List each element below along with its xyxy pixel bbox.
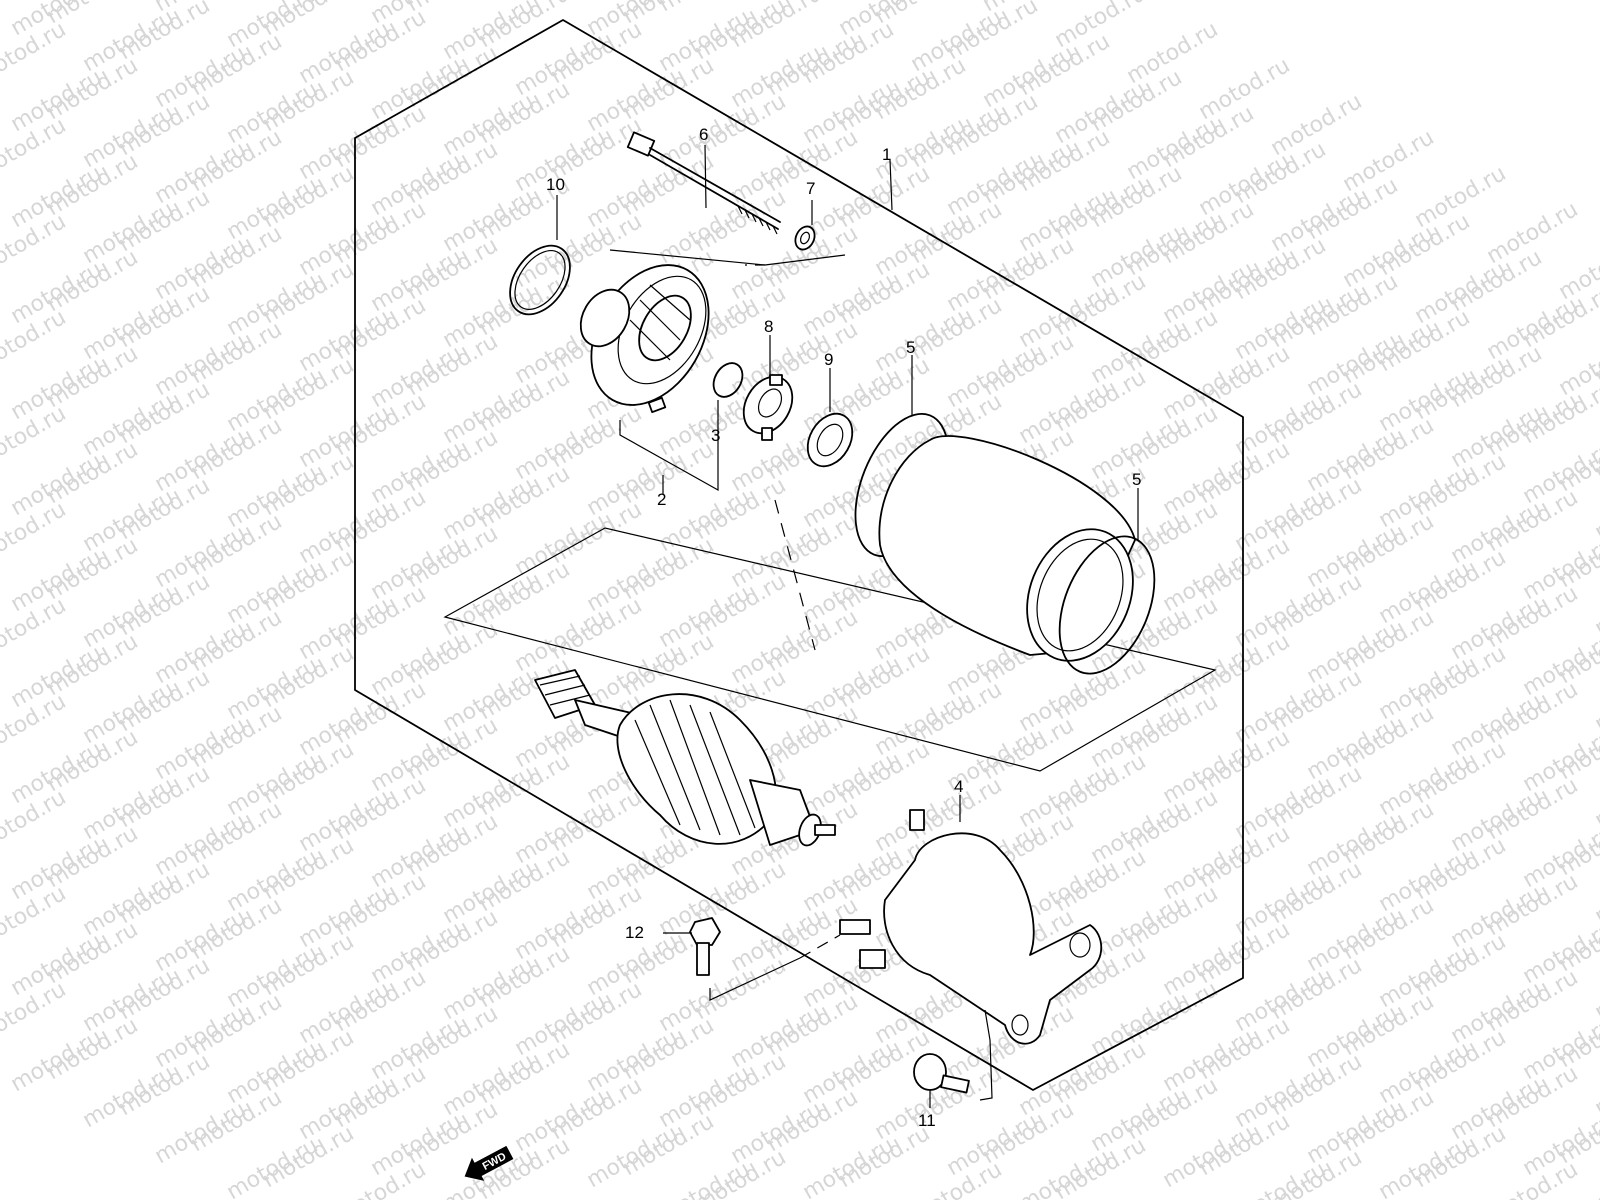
callout-7: 7 <box>806 179 815 198</box>
fwd-arrow-icon <box>464 1145 514 1181</box>
callout-4: 4 <box>954 777 963 796</box>
callout-11: 11 <box>918 1111 936 1130</box>
through-bolt <box>626 131 781 235</box>
watermark-text: motod.ru <box>1015 1145 1115 1200</box>
washer-7 <box>794 225 816 251</box>
bolt-11-bracket <box>979 1009 993 1101</box>
assembly-frame <box>354 19 1244 1091</box>
callout-10: 10 <box>546 175 565 194</box>
callout-9: 9 <box>824 350 833 369</box>
callout-12: 12 <box>625 923 644 942</box>
callout-6: 6 <box>699 125 708 144</box>
o-ring-3 <box>712 362 744 398</box>
alignment-line <box>774 499 816 651</box>
rear-housing <box>839 809 1103 1045</box>
watermark-text: motod.ru <box>1591 1049 1600 1121</box>
watermark-text: motod.ru <box>1591 473 1600 545</box>
lock-plate <box>742 374 794 441</box>
callout-5b: 5 <box>1132 470 1141 489</box>
front-cover <box>579 264 710 413</box>
watermark-text: motod.ru <box>1591 665 1600 737</box>
callout-2: 2 <box>657 490 666 509</box>
armature <box>534 669 836 847</box>
watermark-text: motod.ru <box>439 1145 539 1200</box>
watermark-text: motod.ru <box>1591 569 1600 641</box>
callout-3: 3 <box>711 426 720 445</box>
callout-5a: 5 <box>906 338 915 357</box>
watermark-text: motod.ru <box>1591 857 1600 929</box>
leader-lines <box>556 144 1139 1108</box>
bolt-12-bracket <box>709 957 801 1001</box>
callout-1: 1 <box>882 145 891 164</box>
armature-frame <box>443 527 1217 772</box>
dashed-line <box>799 934 841 959</box>
terminal-bolt <box>689 917 721 976</box>
yoke-housing <box>854 412 1156 675</box>
washer-9 <box>806 412 854 468</box>
callout-8: 8 <box>764 317 773 336</box>
o-ring-10 <box>509 244 571 316</box>
watermark-text: motod.ru <box>1591 953 1600 1025</box>
fwd-badge: FWD <box>464 1145 514 1181</box>
watermark-text: motod.ru <box>1591 761 1600 833</box>
callout-labels: 1 2 3 4 5 5 6 7 8 9 10 11 12 <box>546 125 1141 1130</box>
